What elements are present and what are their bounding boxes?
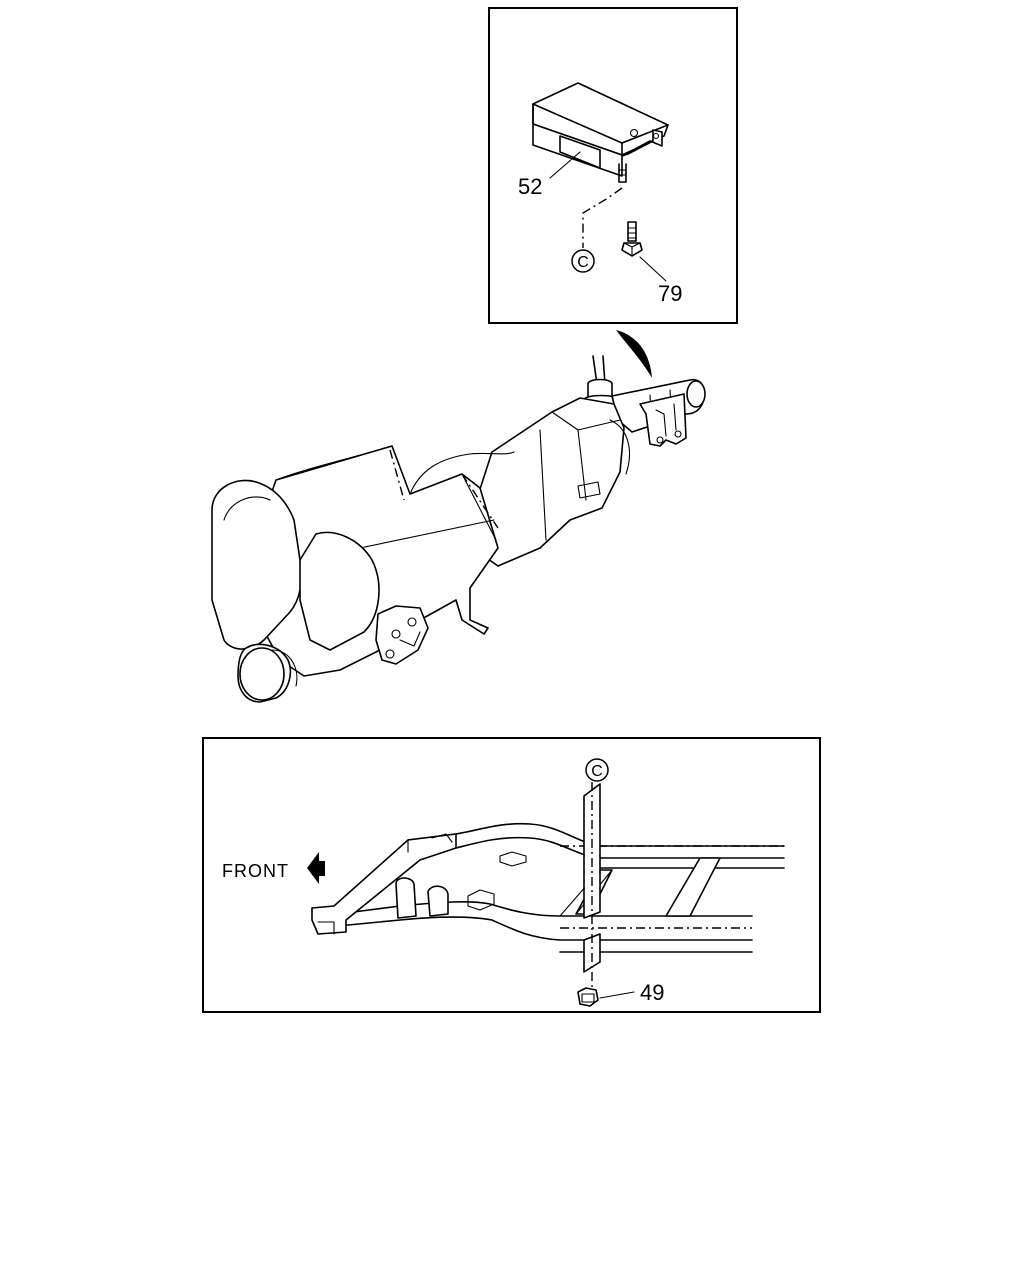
bolt-part xyxy=(621,221,643,257)
circled-letter-icon xyxy=(571,249,595,273)
connector-label-bottom: C xyxy=(591,763,603,780)
nut-part xyxy=(577,987,599,1007)
part-number-49: 49 xyxy=(640,980,664,1005)
part-number-79: 79 xyxy=(658,281,682,306)
leader-79 xyxy=(639,256,667,282)
leader-49 xyxy=(599,991,635,999)
circled-letter-icon xyxy=(585,758,609,782)
detail-pointer xyxy=(616,330,652,378)
connector-leader xyxy=(582,187,623,248)
transmission-assembly xyxy=(211,355,706,703)
mount-plate xyxy=(583,783,601,919)
connector-label-top: C xyxy=(577,254,589,271)
frame-box-frame xyxy=(202,737,821,1013)
connector-marker-bottom: C xyxy=(585,758,609,782)
leader-52 xyxy=(549,151,581,179)
arrow-left-icon xyxy=(307,852,325,884)
connector-marker-top: C xyxy=(571,249,595,273)
part-number-52: 52 xyxy=(518,174,542,199)
detail-box-bracket: C 52 79 xyxy=(488,7,738,324)
front-label: FRONT xyxy=(222,861,289,881)
chassis-frame xyxy=(311,822,785,953)
detail-box-frame-mount: FRONT xyxy=(202,737,821,1013)
